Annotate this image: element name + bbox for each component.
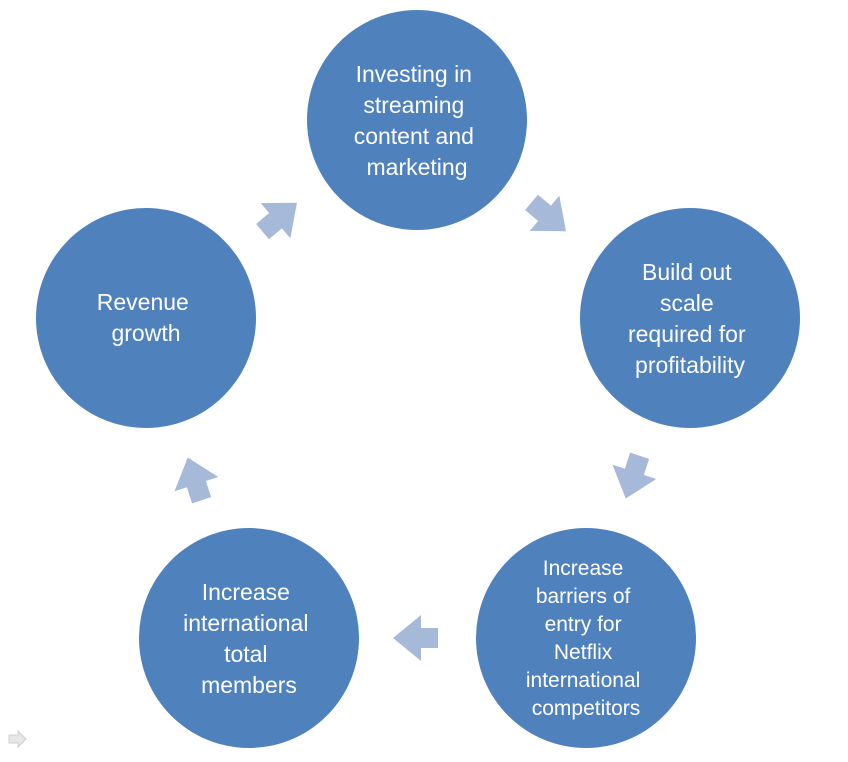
node-barriers: Increase barriers of entry for Netflix i… <box>476 528 696 748</box>
node-barriers-line-2: barriers of <box>536 585 631 608</box>
arrow-investing-to-scale <box>525 194 566 232</box>
node-revenue-label: Revenue growth <box>97 289 195 346</box>
node-scale-label: Build out scale required for profitabili… <box>628 259 752 378</box>
node-revenue-line-2: growth <box>111 320 180 346</box>
node-investing-line-4: marketing <box>367 154 468 180</box>
node-revenue: Revenue growth <box>36 208 256 428</box>
arrow-right-icon[interactable] <box>8 729 27 749</box>
node-barriers-label: Increase barriers of entry for Netflix i… <box>526 557 646 720</box>
node-members-line-4: members <box>201 672 297 698</box>
node-scale-line-1: Build out <box>642 259 732 285</box>
node-investing-line-3: content and <box>354 123 474 149</box>
node-scale-line-3: required for <box>628 321 746 347</box>
arrow-revenue-to-investing <box>256 202 297 240</box>
node-members-line-2: international <box>183 610 308 636</box>
node-barriers-line-4: Netflix <box>554 641 613 664</box>
node-members-line-3: total <box>224 641 267 667</box>
node-scale-line-2: scale <box>660 290 714 316</box>
node-barriers-line-3: entry for <box>545 613 622 636</box>
node-scale-circle <box>580 208 800 428</box>
arrow-members-to-revenue <box>174 457 219 504</box>
node-members-line-1: Increase <box>202 579 290 605</box>
node-members: Increase international total members <box>139 528 359 748</box>
node-members-label: Increase international total members <box>183 579 315 698</box>
node-revenue-line-1: Revenue <box>97 289 189 315</box>
node-scale-line-4: profitability <box>635 352 745 378</box>
node-investing-label: Investing in streaming content and marke… <box>354 61 481 180</box>
arrow-scale-to-barriers <box>612 452 657 499</box>
node-investing: Investing in streaming content and marke… <box>307 10 527 230</box>
node-investing-circle <box>307 10 527 230</box>
node-members-circle <box>139 528 359 748</box>
arrow-barriers-to-members <box>393 615 438 661</box>
node-scale: Build out scale required for profitabili… <box>580 208 800 428</box>
node-barriers-line-6: competitors <box>532 697 641 720</box>
node-barriers-circle <box>476 528 696 748</box>
node-investing-line-1: Investing in <box>356 61 472 87</box>
node-barriers-line-1: Increase <box>543 557 624 580</box>
node-revenue-circle <box>36 208 256 428</box>
node-investing-line-2: streaming <box>363 92 464 118</box>
node-barriers-line-5: international <box>526 669 640 692</box>
